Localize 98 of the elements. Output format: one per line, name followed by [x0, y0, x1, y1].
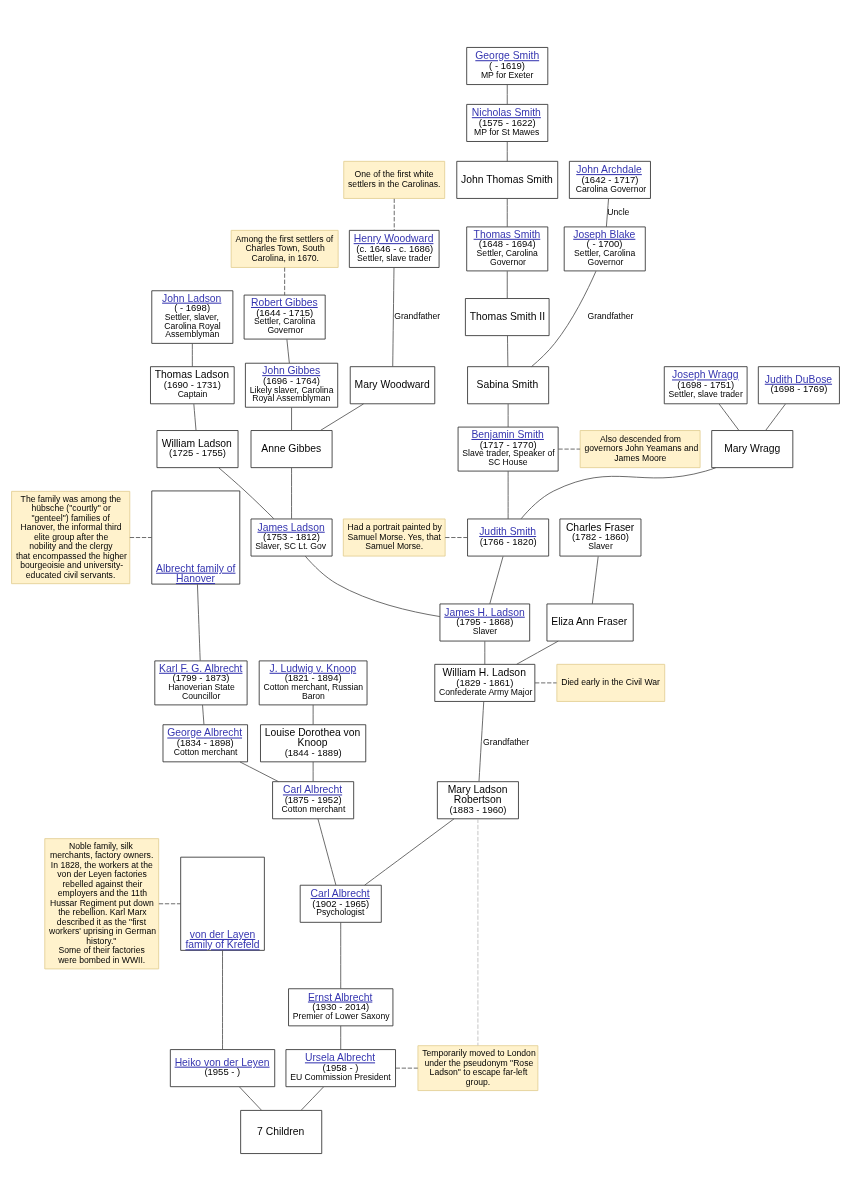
node-box: Eliza Ann Fraser	[546, 603, 634, 641]
node-box: John Archdale (1642 - 1717) Carolina Governor	[568, 160, 651, 199]
connector	[239, 1086, 262, 1111]
connector	[591, 555, 599, 604]
edge-label: Grandfather	[394, 310, 441, 321]
node-box: Robert Gibbes (1644 - 1715) Settler, Carolina Governor	[243, 294, 326, 339]
connector	[534, 681, 558, 683]
connector	[191, 342, 193, 367]
node-box: Nicholas Smith (1575 - 1622) MP for St Mawes	[466, 103, 549, 142]
connector	[765, 403, 786, 431]
node-box: Thomas Ladson (1690 - 1731) Captain	[150, 365, 235, 404]
connector	[393, 197, 395, 231]
node-box: Mary Ladson Robertson (1883 - 1960)	[436, 780, 519, 819]
connector	[300, 1086, 324, 1111]
edge-label: Grandfather	[587, 310, 634, 321]
node-box: Temporarily moved to London under the pseudonym "Rose Ladson" to escape far-left group.	[417, 1044, 539, 1091]
node-box: Charles Fraser (1782 - 1860) Slaver	[559, 518, 642, 556]
connector	[557, 448, 581, 449]
connector	[340, 1024, 342, 1050]
node-box: Henry Woodward (c. 1646 - c. 1686) Settler, slave trader	[348, 229, 440, 268]
connector	[304, 555, 441, 617]
connector	[286, 338, 290, 363]
node-box: Thomas Smith (1648 - 1694) Settler, Carolina Governor	[466, 226, 549, 271]
node-box: John Gibbes (1696 - 1764) Likely slaver, Carolina Royal Assemblyman	[244, 362, 339, 408]
connector	[129, 536, 153, 538]
connector	[312, 761, 314, 782]
connector	[605, 197, 609, 227]
connector	[340, 921, 342, 989]
node-box: Had a portrait painted by Samuel Morse. Yes, that Samuel Morse.	[342, 518, 446, 556]
node-box: von der Layen family of Krefeld	[180, 856, 265, 951]
connector	[516, 640, 559, 665]
connector	[197, 583, 201, 661]
node-box: Died early in the Civil War	[556, 663, 666, 702]
connector	[291, 406, 292, 431]
connector	[489, 555, 504, 604]
connector	[531, 270, 597, 367]
node-box: Benjamin Smith (1717 - 1770) Slave trader, Speaker of SC House	[457, 426, 559, 471]
node-box: Albrecht family of Hanover	[151, 490, 241, 585]
node-box: Joseph Blake ( - 1700) Settler, Carolina Governor	[563, 226, 646, 271]
node-box: John Ladson ( - 1698) Settler, slaver, Carolina Royal Assemblyman	[151, 289, 234, 344]
node-box: The family was among the hübsche ("courtly" or "genteel") families of Hanover, the informal third elite group after the nobility and the clergy that encompassed the higher bourgeoisie and university-educated civil servants.	[11, 490, 131, 584]
connector	[507, 470, 509, 519]
node-box: Heiko von der Leyen (1955 - )	[169, 1048, 276, 1087]
connector	[364, 817, 455, 886]
connector	[506, 83, 508, 105]
connector	[239, 761, 279, 782]
connector	[507, 334, 509, 367]
node-box: Noble family, silk merchants, factory owners. In 1828, the workers at the von der Leyen factories rebelled against their employers and the 11th Hussar Regiment put down the rebellion. Karl Marx described it as the "first workers' uprising in German history." Some of their factories were bombed in WWII.	[44, 837, 160, 969]
node-box: James H. Ladson (1795 - 1868) Slaver	[439, 603, 531, 641]
connector	[478, 700, 485, 782]
node-box: George Albrecht (1834 - 1898) Cotton merchant	[162, 723, 248, 762]
connector	[392, 266, 395, 367]
node-box: William H. Ladson (1829 - 1861) Confederate Army Major	[434, 663, 536, 702]
node-box: James Ladson (1753 - 1812) Slaver, SC Lt. Gov	[250, 518, 333, 556]
connector	[158, 902, 181, 904]
node-box: Mary Woodward	[349, 365, 436, 404]
connector	[291, 467, 292, 519]
connector	[718, 403, 740, 431]
connector	[312, 704, 314, 725]
node-box: William Ladson (1725 - 1755)	[156, 429, 239, 468]
connector	[193, 403, 197, 431]
node-box: Ursela Albrecht (1958 - ) EU Commission President	[285, 1048, 396, 1087]
node-box: Louise Dorothea von Knoop (1844 - 1889)	[260, 723, 367, 762]
node-box: One of the first white settlers in the Carolinas.	[343, 160, 446, 199]
node-box: George Smith ( - 1619) MP for Exeter	[466, 46, 549, 85]
node-box: 7 Children	[240, 1109, 323, 1154]
connector	[477, 818, 479, 1046]
connector	[218, 466, 275, 519]
connector	[506, 197, 508, 227]
connector	[520, 466, 717, 519]
connector	[222, 949, 223, 1050]
connector	[484, 640, 486, 665]
node-box: Mary Wragg	[711, 429, 794, 468]
node-box: Karl F. G. Albrecht (1799 - 1873) Hanoverian State Councillor	[154, 659, 248, 705]
connector	[284, 266, 286, 295]
connector	[317, 817, 337, 885]
edge-label: Uncle	[607, 206, 630, 217]
connector	[202, 704, 205, 725]
node-box: Among the first settlers of Charles Town, South Carolina, in 1670.	[230, 229, 339, 268]
connector	[506, 270, 508, 299]
node-box: Judith DuBose (1698 - 1769)	[757, 365, 840, 404]
connector	[320, 402, 364, 431]
node-box: Anne Gibbes	[250, 429, 333, 468]
connector	[444, 536, 468, 538]
node-box: Also descended from governors John Yeamans and James Moore	[579, 429, 701, 468]
connector	[395, 1067, 419, 1069]
node-box: John Thomas Smith	[456, 160, 559, 199]
node-box: Judith Smith (1766 - 1820)	[467, 518, 550, 556]
node-box: Joseph Wragg (1698 - 1751) Settler, slave trader	[663, 365, 748, 404]
node-box: Thomas Smith II	[464, 297, 550, 336]
node-box: Ernst Albrecht (1930 - 2014) Premier of Lower Saxony	[288, 987, 394, 1026]
connector	[507, 403, 509, 427]
node-box: J. Ludwig v. Knoop (1821 - 1894) Cotton merchant, Russian Baron	[258, 659, 368, 705]
edge-label: Grandfather	[483, 736, 530, 747]
node-box: Sabina Smith	[467, 365, 550, 404]
node-box: Carl Albrecht (1875 - 1952) Cotton merchant	[272, 780, 355, 819]
connector	[506, 140, 508, 162]
node-box: Carl Albrecht (1902 - 1965) Psychologist	[299, 884, 382, 923]
